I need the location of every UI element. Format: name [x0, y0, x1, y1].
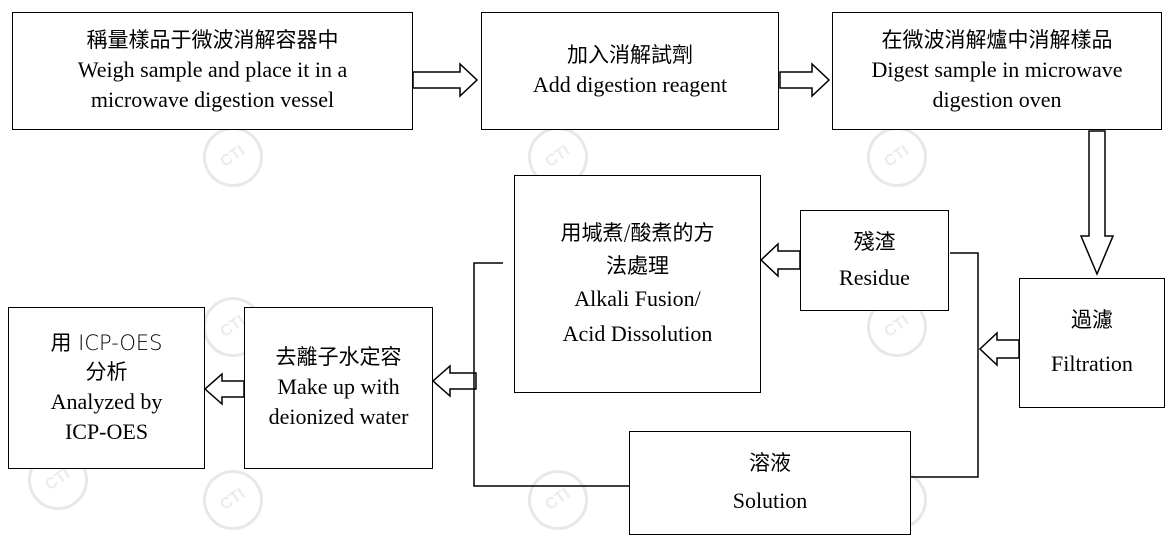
step-label-zh: 去離子水定容	[275, 345, 402, 370]
hollow-arrow-right	[779, 62, 831, 98]
step-label-en: Acid Dissolution	[562, 320, 713, 346]
hollow-arrow-down	[1079, 130, 1115, 276]
hollow-arrow-left	[203, 372, 245, 406]
step-label-zh: 過濾	[1071, 308, 1113, 333]
step-label-zh: 分析	[85, 359, 128, 384]
step-label-en: deionized water	[268, 404, 409, 430]
step-weigh-sample: 稱量樣品于微波消解容器中 Weigh sample and place it i…	[12, 12, 413, 130]
hollow-arrow-left	[759, 242, 801, 278]
step-label-zh: 用 ICP-OES	[50, 330, 163, 355]
step-label-zh: 用堿煮/酸煮的方	[560, 221, 715, 246]
step-label-en: Residue	[839, 264, 910, 290]
step-filtration: 過濾 Filtration	[1019, 278, 1165, 408]
hollow-arrow-right	[412, 62, 479, 98]
step-label-en: Alkali Fusion/	[574, 286, 701, 312]
step-label-zh: 稱量樣品于微波消解容器中	[86, 28, 339, 53]
step-residue: 殘渣 Residue	[800, 210, 949, 311]
step-alkali-fusion-acid-dissolution: 用堿煮/酸煮的方 法處理 Alkali Fusion/ Acid Dissolu…	[514, 175, 761, 393]
step-label-en: Analyzed by	[50, 388, 163, 414]
step-label-zh: 在微波消解爐中消解樣品	[881, 28, 1113, 53]
step-add-reagent: 加入消解試劑 Add digestion reagent	[481, 12, 779, 130]
hollow-arrow-left	[431, 364, 477, 398]
step-label-en: Add digestion reagent	[532, 72, 728, 98]
step-label-en: Weigh sample and place it in a	[77, 57, 348, 83]
connector-line	[473, 262, 629, 487]
step-label-en: Solution	[732, 488, 808, 514]
step-label-en: ICP-OES	[64, 418, 149, 444]
step-make-up-volume: 去離子水定容 Make up with deionized water	[244, 307, 433, 469]
hollow-arrow-left	[978, 331, 1020, 367]
step-label-en: Make up with	[277, 374, 400, 400]
step-label-zh: 殘渣	[853, 229, 896, 254]
step-label-zh: 溶液	[749, 451, 791, 476]
step-label-en: Digest sample in microwave	[871, 57, 1123, 83]
step-label-en: microwave digestion vessel	[90, 87, 335, 113]
connector-line	[911, 252, 979, 478]
step-icp-oes-analysis: 用 ICP-OES 分析 Analyzed by ICP-OES	[8, 307, 205, 469]
step-label-zh: 法處理	[606, 253, 669, 278]
step-label-en: digestion oven	[932, 87, 1062, 113]
step-label-zh: 加入消解試劑	[567, 43, 693, 68]
step-label-en: Filtration	[1051, 351, 1133, 377]
step-microwave-digestion: 在微波消解爐中消解樣品 Digest sample in microwave d…	[832, 12, 1162, 130]
step-solution: 溶液 Solution	[629, 431, 911, 535]
